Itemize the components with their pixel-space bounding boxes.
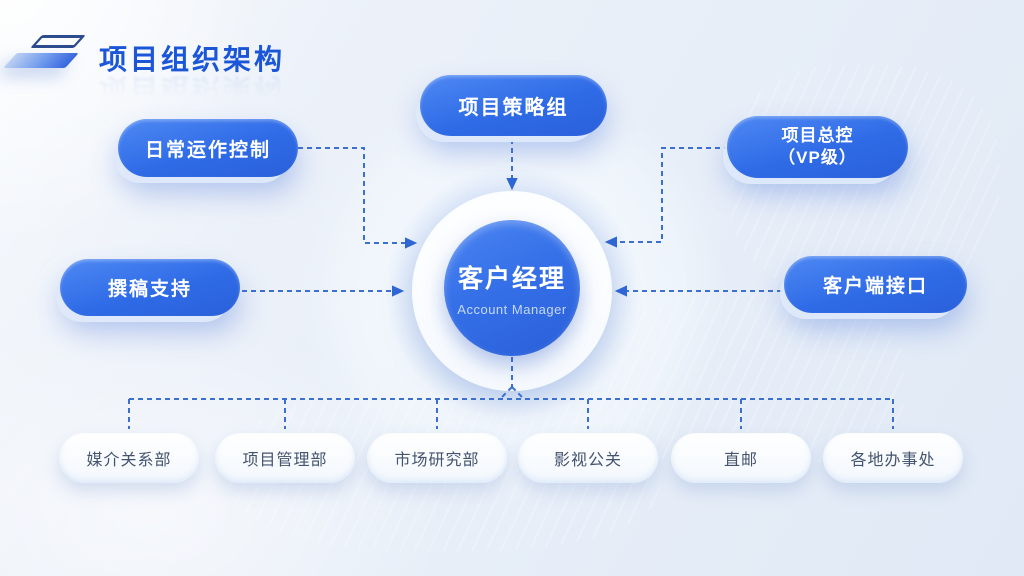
node-account-manager: 客户经理 Account Manager [444,220,580,356]
node-label: 日常运作控制 [144,139,271,161]
logo-filled-bar [3,53,79,68]
department-pill-project-management: 项目管理部 [215,433,355,483]
page-title: 项目组织架构 [99,44,286,75]
department-pill-direct-mail: 直邮 [671,433,811,483]
node-project-strategy-group: 项目策略组 [420,75,607,136]
department-pill-film-tv-pr: 影视公关 [518,433,658,483]
department-label: 各地办事处 [850,452,936,469]
node-account-manager-sublabel: Account Manager [457,302,567,317]
logo-outline-bar [30,35,86,48]
department-label: 影视公关 [553,452,622,469]
node-label: 项目策略组 [458,97,569,119]
node-label: 客户端接口 [822,276,928,297]
department-label: 市场研究部 [394,452,480,469]
node-label: 撰稿支持 [107,279,192,300]
node-account-manager-label: 客户经理 [457,265,566,293]
page-title-reflection: 项目组织架构 [99,73,286,104]
department-pill-media-relations: 媒介关系部 [59,433,199,483]
node-label-line2: （VP级） [778,148,857,167]
department-pill-local-offices: 各地办事处 [823,433,963,483]
node-copywriting-support: 撰稿支持 [60,259,240,316]
department-label: 媒介关系部 [86,452,172,469]
department-pill-market-research: 市场研究部 [367,433,507,483]
logo-icon [3,28,90,86]
node-project-general-control-vp: 项目总控 （VP级） [727,116,908,178]
node-label-line1: 项目总控 [781,125,854,145]
department-label: 直邮 [723,452,758,469]
department-label: 项目管理部 [242,452,328,469]
node-daily-operation-control: 日常运作控制 [118,119,298,177]
node-client-interface: 客户端接口 [784,256,967,313]
